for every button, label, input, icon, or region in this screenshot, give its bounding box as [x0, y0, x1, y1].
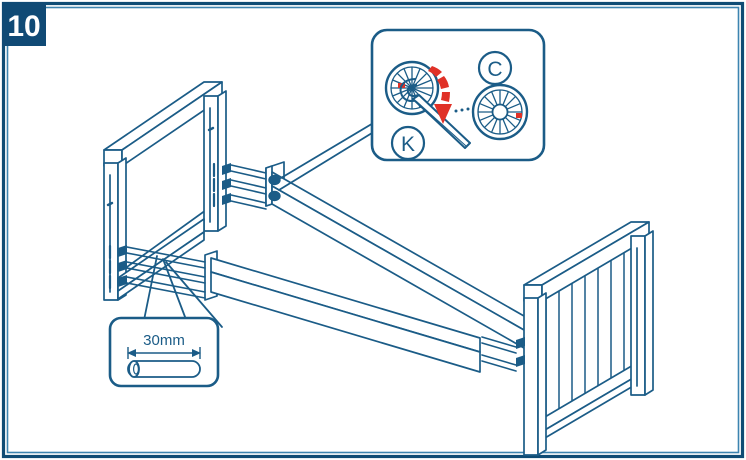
drawing-body: C K 30mm: [103, 28, 654, 456]
upper-side-rail: [265, 161, 546, 361]
dowel-rod-5a: [126, 261, 206, 278]
footboard-post-right-side: [644, 230, 654, 396]
dowel-rod-1a: [230, 164, 267, 174]
headboard-post-right-front: [203, 95, 219, 232]
footboard-post-left-front: [523, 297, 539, 456]
dowel-arrow-8: [516, 355, 525, 367]
step-badge-box: [2, 2, 46, 46]
page-frame-inner: [6, 6, 740, 454]
rotation-arrow: [428, 66, 452, 124]
dowel-rod-4a: [126, 246, 206, 263]
dowel-rod-8a: [481, 354, 517, 366]
hex-key-shaft: [412, 94, 471, 149]
dowel-rod-3a: [230, 194, 267, 204]
rotation-arrow-seg-2: [437, 76, 449, 89]
part-label-k: K: [390, 125, 426, 161]
hex-key-head-outer: [399, 78, 420, 102]
step-badge-label: 10: [7, 10, 40, 43]
footboard: [523, 221, 654, 456]
dowel-rod-7a: [481, 336, 517, 348]
leader-cam-1: [280, 121, 376, 179]
part-label-c-text: C: [487, 58, 502, 81]
rotation-arrow-seg-3: [441, 92, 450, 102]
rotation-arrow-head: [434, 104, 452, 124]
headboard-lower-rail-front: [117, 231, 205, 300]
part-label-k-text: K: [401, 133, 415, 156]
dimension-line: [127, 347, 201, 359]
dowel-dimension-callout: 30mm: [108, 316, 220, 388]
dowel-arrow-6: [118, 275, 127, 287]
headboard-post-right-side: [217, 90, 227, 232]
cam-hole-upper: [268, 174, 281, 186]
dowel-arrow-2: [222, 178, 231, 190]
dowel-group-headboard-top: [212, 162, 267, 210]
dowel-body: [127, 360, 201, 378]
cam-disc-right: [471, 83, 529, 141]
dowel-rod-5b: [126, 267, 206, 284]
dowel-group-headboard-bottom: [108, 244, 206, 299]
part-label-k-circle: [390, 125, 426, 161]
cam-disc-right-red-marker: [516, 113, 522, 118]
dowel-rod-6b: [126, 282, 206, 299]
part-label-c-circle: [477, 50, 513, 86]
dowel-arrow-3: [222, 193, 231, 205]
cam-tool-callout: C K: [370, 28, 546, 162]
headboard-screw-mark-2: [207, 126, 215, 132]
dowel-rod-2b: [230, 185, 267, 195]
hex-key-head-inner: [406, 84, 419, 97]
dowel-dimension-label: 30mm: [143, 332, 185, 349]
cam-hole-lower: [268, 190, 281, 202]
dimension-arrow-left: [127, 349, 136, 357]
dowel-end-inner: [133, 363, 140, 375]
part-label-c: C: [477, 50, 513, 86]
rotation-arrow-seg-1: [428, 66, 442, 77]
dowel-rod-6a: [126, 276, 206, 293]
footboard-post-right-front: [630, 235, 646, 396]
dowel-rod-7b: [481, 342, 517, 354]
dowel-rod-4b: [126, 252, 206, 269]
hex-key-tool: [399, 78, 471, 149]
lower-rail-front-face: [210, 271, 481, 373]
headboard-screw-mark-1: [106, 201, 114, 207]
leader-cam-2: [278, 132, 373, 191]
leader-dowel-3: [165, 261, 223, 328]
dimension-arrow-right: [192, 349, 201, 357]
dowel-group-footboard: [481, 336, 525, 372]
headboard: [103, 81, 227, 301]
hex-key-shaft-highlight: [415, 100, 467, 147]
lower-side-rail: [204, 250, 481, 373]
footboard-post-left-side: [537, 292, 547, 456]
dowel-rod-8b: [481, 360, 517, 372]
dowel-rod-2a: [230, 179, 267, 189]
dowel-arrow-4: [118, 245, 127, 257]
dowel-rod-1b: [230, 170, 267, 180]
dowel-pictogram: [127, 360, 201, 378]
dowel-arrow-1: [222, 163, 231, 175]
step-badge: 10: [2, 2, 46, 46]
cam-disc-right-hub: [491, 103, 509, 121]
dowel-rod-3b: [230, 200, 267, 210]
cam-disc-left-spokes: [391, 67, 433, 109]
dowel-arrow-5: [118, 260, 127, 272]
dowel-arrow-7: [516, 337, 525, 349]
